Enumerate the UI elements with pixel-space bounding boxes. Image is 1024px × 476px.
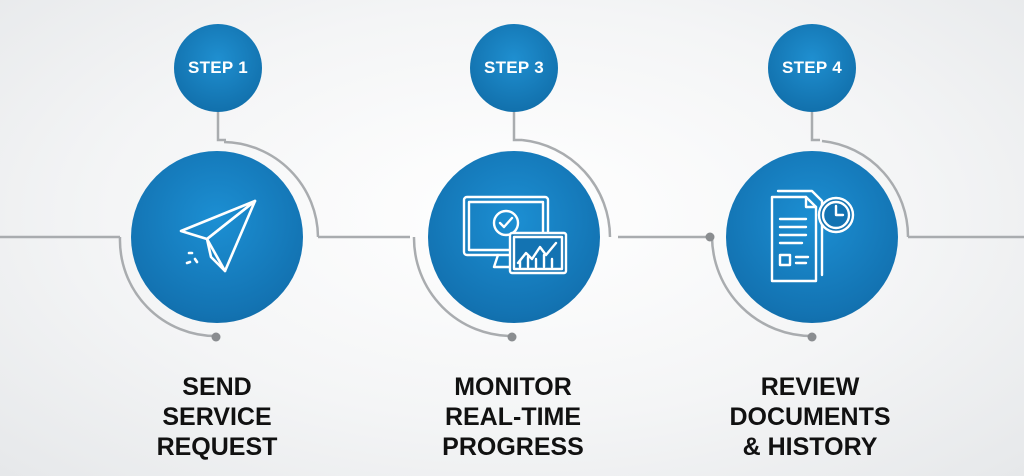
monitor-check-icon bbox=[462, 195, 568, 275]
step-1-badge-label: STEP 1 bbox=[187, 58, 249, 77]
paper-plane-icon bbox=[179, 199, 257, 273]
step-1-title-line-2: SERVICE bbox=[162, 403, 272, 431]
step-4-title-line-3: & HISTORY bbox=[742, 433, 878, 461]
step-3-badge: STEP 3 bbox=[470, 24, 558, 112]
step-1-title: SEND SERVICE REQUEST bbox=[97, 372, 337, 462]
step-1-title-line-3: REQUEST bbox=[156, 433, 278, 461]
step-3-badge-label: STEP 3 bbox=[483, 58, 545, 77]
step-3-title-line-3: PROGRESS bbox=[442, 433, 584, 461]
step-3-title-line-2: REAL-TIME bbox=[444, 403, 582, 431]
step-4-title-line-2: DOCUMENTS bbox=[729, 403, 891, 431]
document-clock-icon bbox=[770, 189, 855, 283]
step-1-badge: STEP 1 bbox=[174, 24, 262, 112]
step-3-title: MONITOR REAL-TIME PROGRESS bbox=[393, 372, 633, 462]
step-3-title-line-1: MONITOR bbox=[454, 373, 572, 401]
step-4-title: REVIEW DOCUMENTS & HISTORY bbox=[690, 372, 930, 462]
step-4-badge: STEP 4 bbox=[768, 24, 856, 112]
step-1-circle bbox=[131, 151, 303, 323]
step-3-circle bbox=[428, 151, 600, 323]
step-4-title-line-1: REVIEW bbox=[760, 373, 860, 401]
step-1-title-line-1: SEND bbox=[182, 373, 252, 401]
step-4-badge-label: STEP 4 bbox=[781, 58, 843, 77]
step-4-circle bbox=[726, 151, 898, 323]
